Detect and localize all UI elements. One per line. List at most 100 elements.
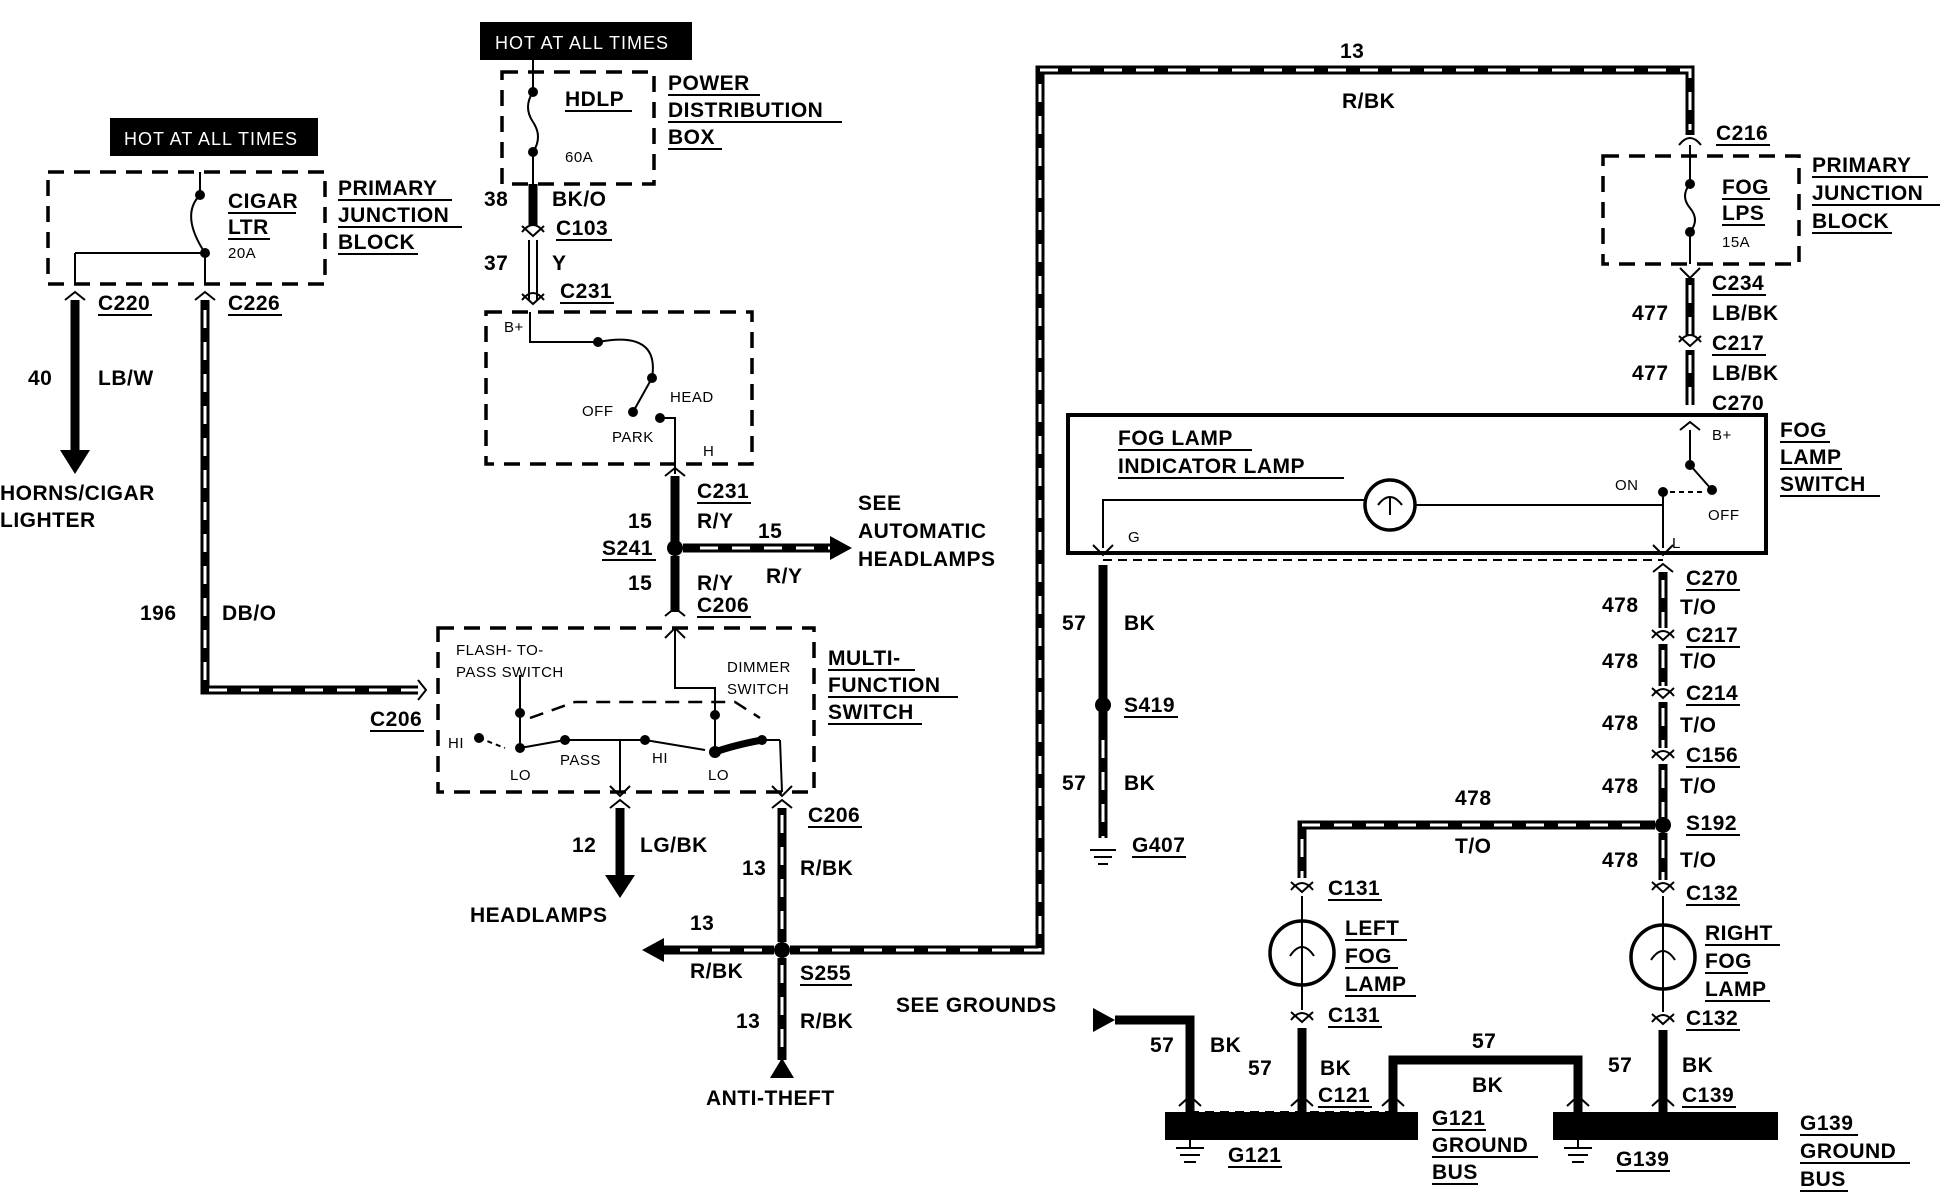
hdlp-amp-label: 60A	[565, 149, 593, 166]
bk-d-label: BK	[1320, 1057, 1351, 1080]
s192-label: S192	[1686, 812, 1737, 835]
s255-label: S255	[800, 962, 851, 985]
mfs-1-label: MULTI-	[828, 647, 901, 670]
hot-tag-left-text: HOT AT ALL TIMES	[124, 129, 298, 149]
c270-a-label: C270	[1712, 392, 1764, 415]
bk-a-label: BK	[1124, 612, 1155, 635]
lbw-label: LB/W	[98, 367, 154, 390]
b-plus-2-label: B+	[1712, 427, 1732, 444]
c231-top-label: C231	[560, 280, 612, 303]
ry-c-label: R/Y	[766, 565, 803, 588]
c121-label: C121	[1318, 1084, 1370, 1107]
w57-d-label: 57	[1248, 1057, 1272, 1080]
pjb-right-2-label: JUNCTION	[1812, 182, 1923, 205]
pjb-right-1-label: PRIMARY	[1812, 154, 1912, 177]
y-label: Y	[552, 252, 567, 275]
splice-s192	[1655, 817, 1671, 833]
g-pin-label: G	[1128, 529, 1140, 546]
b-plus-label: B+	[504, 319, 524, 336]
lo-a-label: LO	[510, 767, 531, 784]
pjb-left-3-label: BLOCK	[338, 231, 415, 254]
see-auto-3-label: HEADLAMPS	[858, 548, 996, 571]
g407-label: G407	[1132, 834, 1185, 857]
to-c-label: T/O	[1680, 714, 1717, 737]
c214-label: C214	[1686, 682, 1738, 705]
to-a-label: T/O	[1680, 596, 1717, 619]
fog-label: FOG	[1722, 176, 1769, 199]
c206-c-label: C206	[808, 804, 860, 827]
left-fog-1-label: LEFT	[1345, 917, 1400, 940]
horns-cigar-lighter-label: HORNS/CIGAR	[0, 482, 155, 505]
primary-junction-block-left	[46, 170, 327, 286]
l-pin-label: L	[1672, 535, 1681, 552]
fli-1-label: FOG LAMP	[1118, 427, 1233, 450]
w37-label: 37	[484, 252, 508, 275]
cigar-amp-label: 20A	[228, 245, 256, 262]
lps-label: LPS	[1722, 202, 1764, 225]
w13-top-label: 13	[1340, 40, 1364, 63]
hot-tag-left	[110, 118, 318, 156]
g139-bus-3-label: BUS	[1800, 1168, 1846, 1191]
to-f-label: T/O	[1680, 849, 1717, 872]
g121-bus-3-label: BUS	[1432, 1161, 1478, 1184]
hot-tag-mid-text: HOT AT ALL TIMES	[495, 33, 669, 53]
c132-b-label: C132	[1686, 1007, 1738, 1030]
c131-b-label: C131	[1328, 1004, 1380, 1027]
fog-lamp-switch	[1066, 413, 1768, 555]
to-d-label: T/O	[1680, 775, 1717, 798]
c270-b-label: C270	[1686, 567, 1738, 590]
left-fog-2-label: FOG	[1345, 945, 1392, 968]
right-fog-3-label: LAMP	[1705, 978, 1767, 1001]
hdlp-label: HDLP	[565, 88, 624, 111]
hot-tag-mid	[480, 22, 692, 60]
flash-2-label: PASS SWITCH	[456, 664, 564, 681]
lbbk-b-label: LB/BK	[1712, 362, 1779, 385]
g139-ground-bus	[1553, 1112, 1778, 1140]
bko-label: BK/O	[552, 188, 607, 211]
rbk-c-label: R/BK	[800, 1010, 853, 1033]
fog-amp-label: 15A	[1722, 234, 1750, 251]
w15-a-label: 15	[628, 510, 652, 533]
w13-a-label: 13	[742, 857, 766, 880]
park-label: PARK	[612, 429, 654, 446]
bk-c-label: BK	[1210, 1034, 1241, 1057]
dimmer-1-label: DIMMER	[727, 659, 791, 676]
c216-label: C216	[1716, 122, 1768, 145]
to-b-label: T/O	[1680, 650, 1717, 673]
c217-a-label: C217	[1712, 332, 1764, 355]
pjb-right-3-label: BLOCK	[1812, 210, 1889, 233]
c206-a-label: C206	[697, 594, 749, 617]
headlamps-label: HEADLAMPS	[470, 904, 608, 927]
c131-a-label: C131	[1328, 877, 1380, 900]
splice-s255	[774, 942, 790, 958]
w38-label: 38	[484, 188, 508, 211]
lbbk-a-label: LB/BK	[1712, 302, 1779, 325]
g121-label: G121	[1228, 1144, 1281, 1167]
mfs-3-label: SWITCH	[828, 701, 914, 724]
rbk-a-label: R/BK	[800, 857, 853, 880]
w57-b-label: 57	[1062, 772, 1086, 795]
w477-a-label: 477	[1632, 302, 1669, 325]
multi-function-switch	[436, 626, 816, 794]
w57-e-label: 57	[1472, 1030, 1496, 1053]
c226-label: C226	[228, 292, 280, 315]
rbk-b-label: R/BK	[690, 960, 743, 983]
pass-label: PASS	[560, 752, 601, 769]
g139-bus-1-label: G139	[1800, 1112, 1853, 1135]
power-dist-1-label: POWER	[668, 72, 750, 95]
w13-b-label: 13	[690, 912, 714, 935]
fli-2-label: INDICATOR LAMP	[1118, 455, 1305, 478]
w478-e-label: 478	[1455, 787, 1492, 810]
g121-bus-2-label: GROUND	[1432, 1134, 1528, 1157]
rbk-top-label: R/BK	[1342, 90, 1395, 113]
w13-c-label: 13	[736, 1010, 760, 1033]
w478-f-label: 478	[1602, 849, 1639, 872]
right-fog-2-label: FOG	[1705, 950, 1752, 973]
h-label: H	[703, 443, 714, 460]
w57-a-label: 57	[1062, 612, 1086, 635]
w478-b-label: 478	[1602, 650, 1639, 673]
ltr-label: LTR	[228, 216, 269, 239]
hi-a-label: HI	[448, 735, 464, 752]
horns-2-label: LIGHTER	[0, 509, 96, 532]
